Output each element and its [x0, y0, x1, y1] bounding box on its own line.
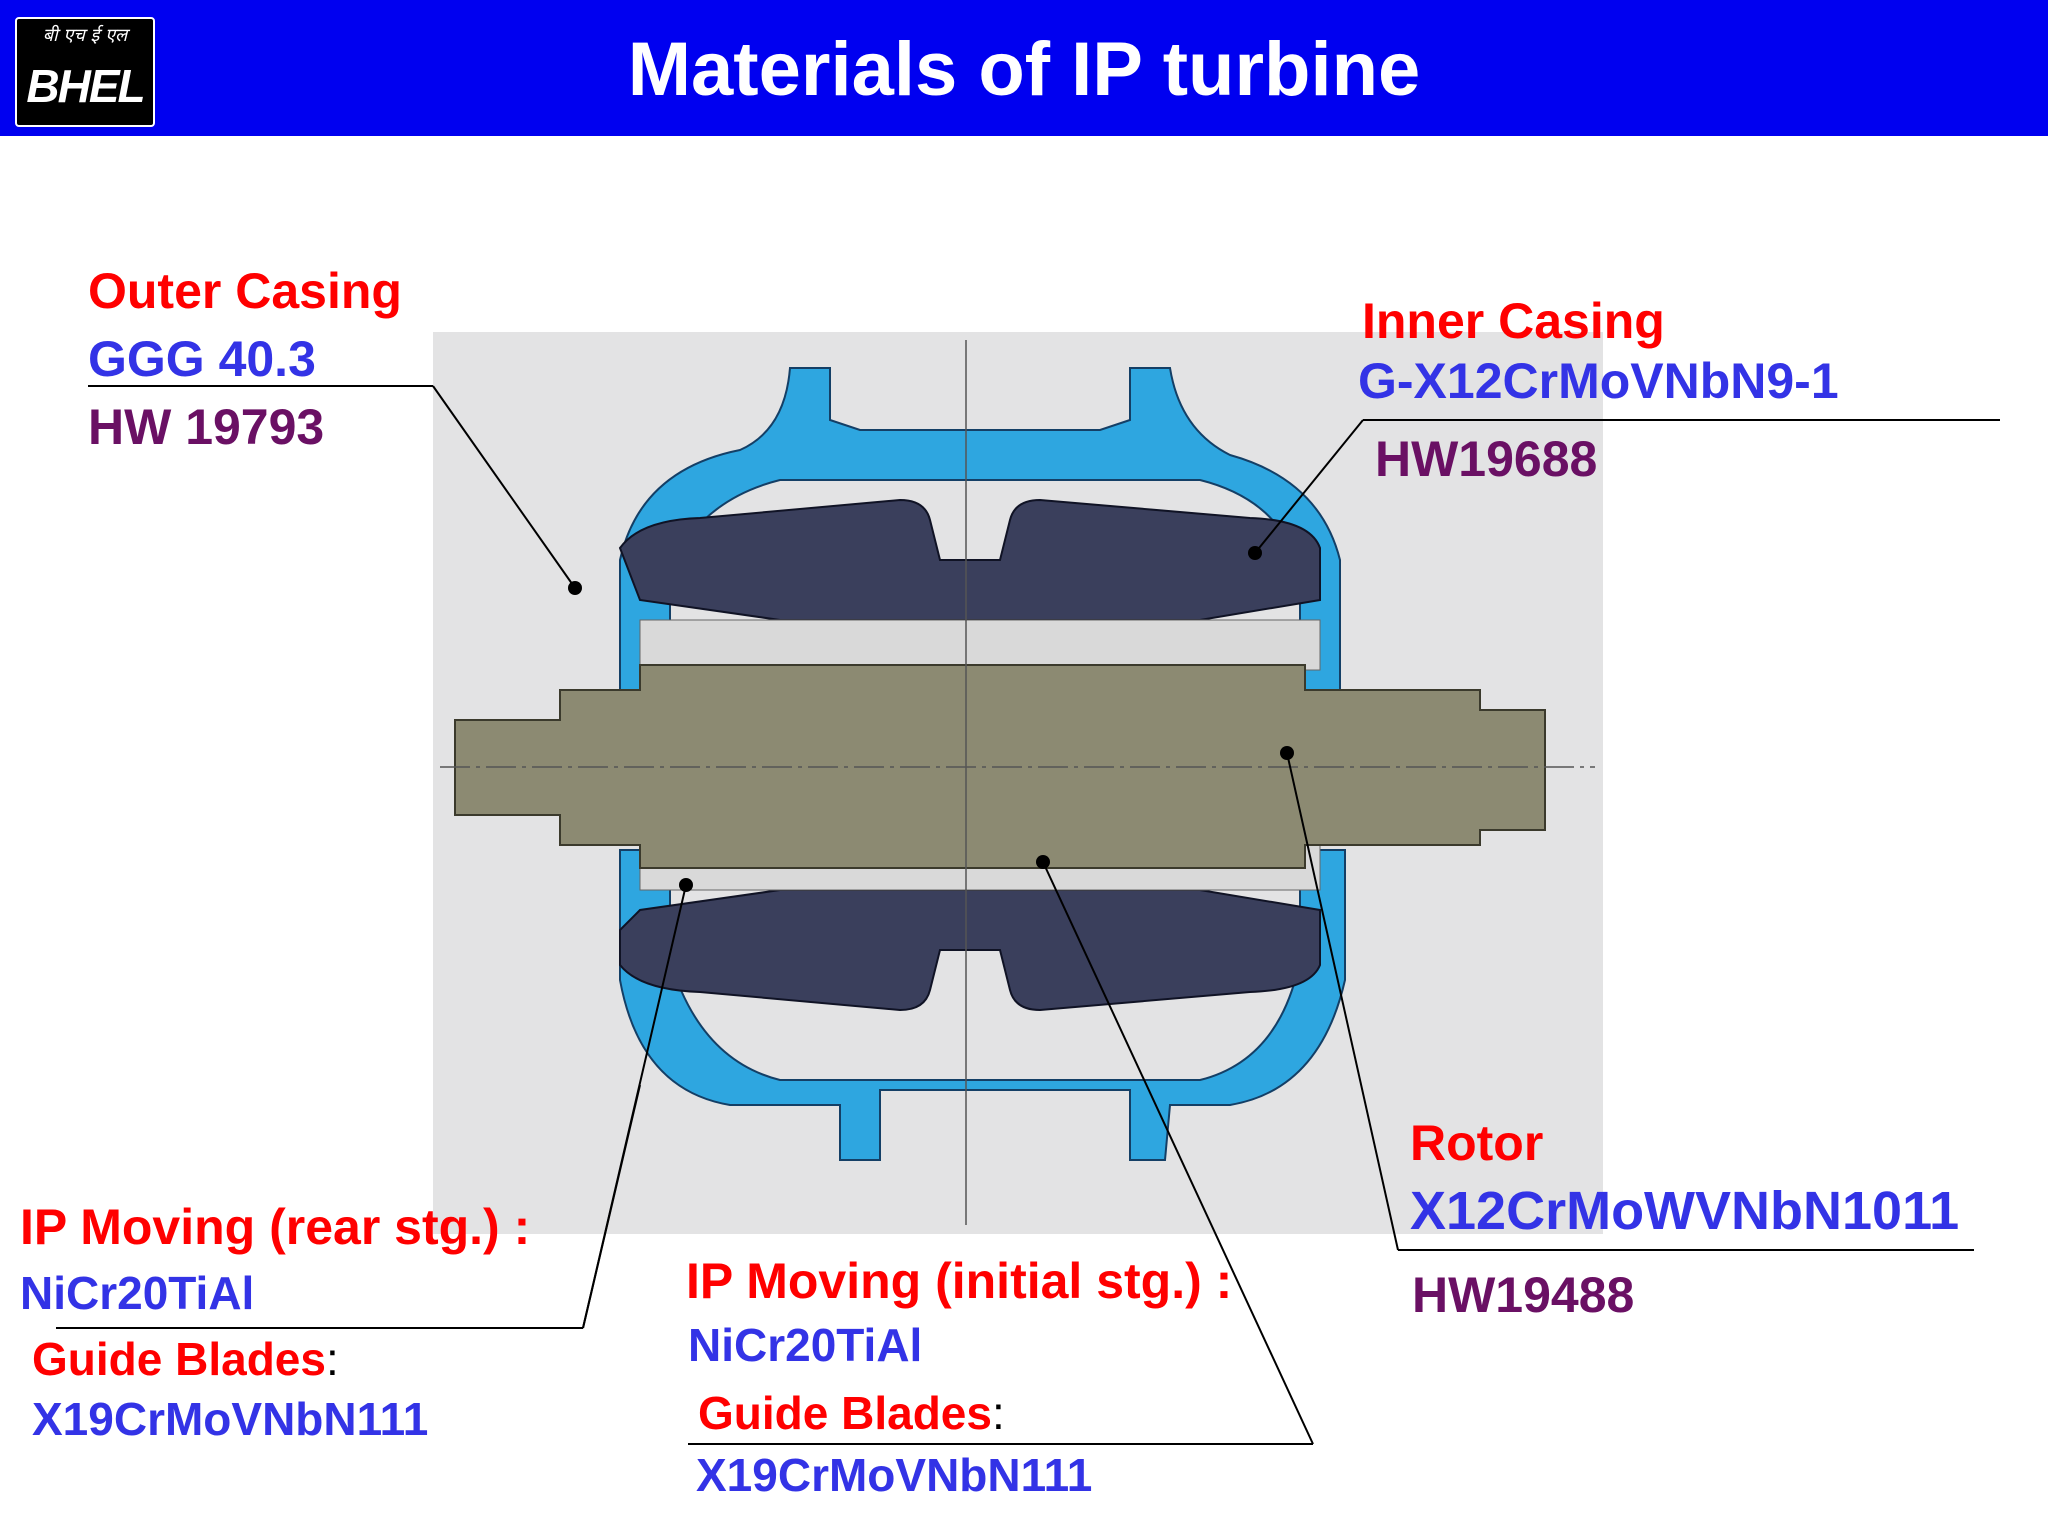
- logo-hindi-text: बी एच ई एल: [42, 25, 128, 46]
- page-title: Materials of IP turbine: [627, 27, 1421, 112]
- title-bar: बी एच ई एल BHEL Materials of IP turbine: [0, 0, 2048, 136]
- ip-moving-rear-label: IP Moving (rear stg.) :: [20, 1199, 531, 1255]
- blade-row-top: [639, 619, 1321, 671]
- rotor-marker: [1280, 746, 1294, 760]
- logo-text: BHEL: [26, 60, 145, 112]
- ip-rear-leader-2: [582, 1084, 641, 1329]
- bhel-logo: बी एच ई एल BHEL: [15, 17, 155, 127]
- rotor-code: HW19488: [1412, 1267, 1635, 1323]
- inner-casing-marker: [1248, 546, 1262, 560]
- ip-rear-marker: [679, 878, 693, 892]
- rotor-material: X12CrMoWVNbN1011: [1410, 1181, 1960, 1241]
- ip-rear-guide-blades-label: Guide Blades: [32, 1333, 326, 1385]
- inner-casing-top: [618, 498, 1321, 621]
- inner-casing-leader: [1254, 419, 1364, 554]
- inner-casing-label: Inner Casing: [1362, 293, 1665, 349]
- ip-rear-guide-blades-colon: :: [325, 1333, 339, 1385]
- rotor-label: Rotor: [1410, 1115, 1544, 1171]
- outer-casing-marker: [568, 581, 582, 595]
- ip-moving-initial-label: IP Moving (initial stg.) :: [686, 1253, 1233, 1309]
- inner-casing-material: G-X12CrMoVNbN9-1: [1358, 353, 1839, 409]
- outer-casing-material: GGG 40.3: [88, 331, 316, 387]
- ip-rear-guide-blades: Guide Blades:: [32, 1336, 339, 1382]
- ip-initial-leader: [1042, 861, 1314, 1445]
- rotor-leader: [1286, 752, 1399, 1251]
- ip-initial-guide-blades-label: Guide Blades: [698, 1387, 992, 1439]
- ip-initial-guide-blades-colon: :: [991, 1387, 1005, 1439]
- ip-moving-initial-material: NiCr20TiAl: [688, 1319, 923, 1371]
- outer-casing-code: HW 19793: [88, 399, 325, 455]
- outer-casing-leader: [432, 385, 576, 589]
- ip-rear-guide-blades-material: X19CrMoVNbN111: [32, 1393, 429, 1445]
- inner-casing-bottom: [619, 889, 1321, 1012]
- ip-moving-rear-material: NiCr20TiAl: [20, 1267, 255, 1319]
- ip-initial-marker: [1036, 855, 1050, 869]
- ip-initial-guide-blades: Guide Blades:: [698, 1390, 1005, 1436]
- inner-casing-code: HW19688: [1375, 431, 1598, 487]
- outer-casing-label: Outer Casing: [88, 263, 402, 319]
- ip-initial-guide-blades-material: X19CrMoVNbN111: [696, 1449, 1093, 1501]
